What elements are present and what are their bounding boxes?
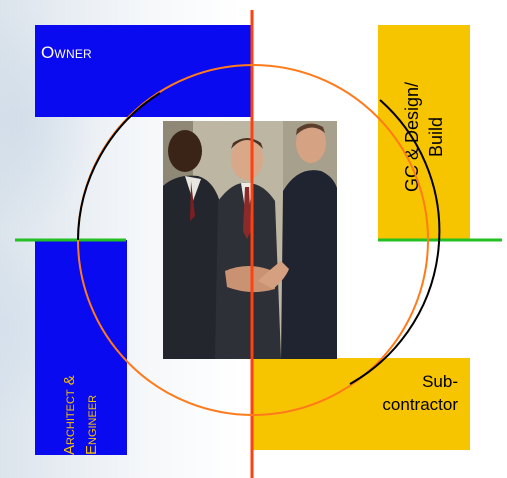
owner-box: Owner: [35, 25, 252, 117]
circle-bottom-arc: [77, 239, 429, 416]
handshake-photo: [163, 121, 337, 359]
handshake-illustration: [163, 121, 337, 359]
subcontractor-label: Sub- contractor: [382, 370, 458, 416]
circle-left-dark-arc: [77, 92, 161, 241]
sub-label-line1: Sub-: [422, 372, 458, 391]
circle-right-dark-arc: [349, 99, 441, 385]
owner-label: Owner: [41, 43, 92, 62]
sub-label-line2: contractor: [382, 395, 458, 414]
subcontractor-box: Sub- contractor: [252, 358, 470, 450]
